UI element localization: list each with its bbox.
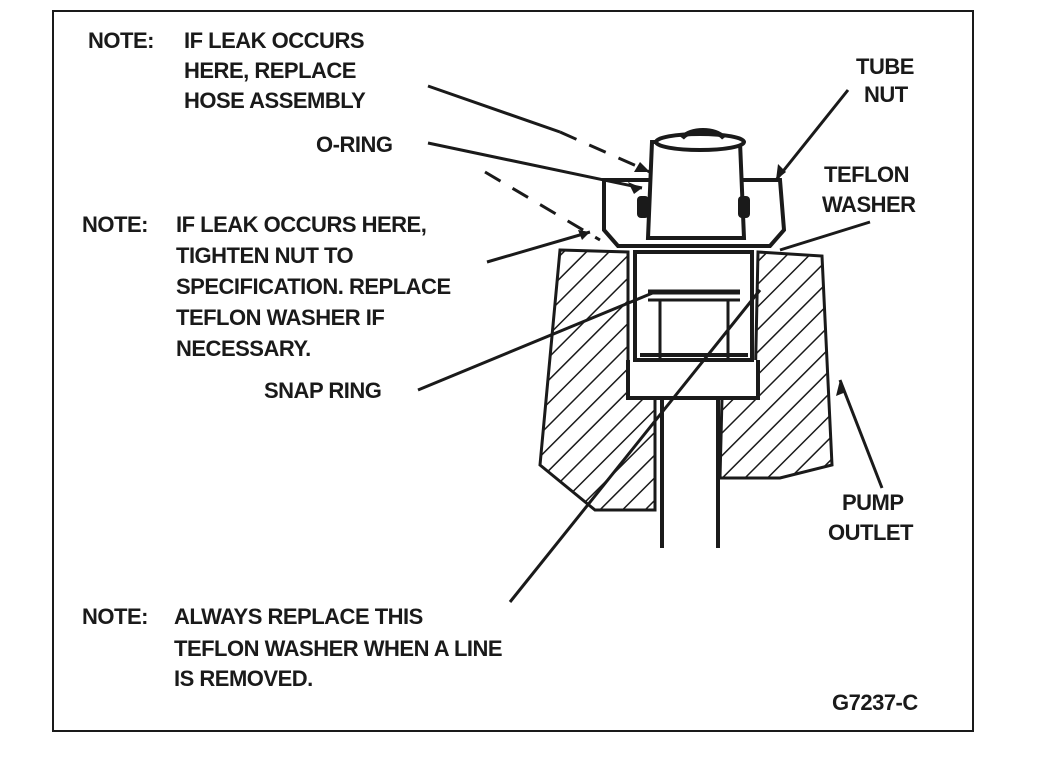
- leader-lines: [417, 84, 884, 603]
- note-hose-line-1: IF LEAK OCCURS: [184, 28, 365, 53]
- label-tube-nut-line-1: TUBE: [856, 54, 914, 79]
- note-nut: NOTE: IF LEAK OCCURS HERE, TIGHTEN NUT T…: [82, 210, 522, 361]
- label-tube-nut-line-2: NUT: [864, 82, 908, 107]
- note-nut-line-3: SPECIFICATION. REPLACE: [176, 274, 451, 299]
- note-washer-line-2: TEFLON WASHER WHEN A LINE: [174, 636, 503, 661]
- label-pump-outlet-line-1: PUMP: [842, 490, 904, 515]
- fitting-stem: [633, 250, 754, 362]
- note-hose-line-3: HOSE ASSEMBLY: [184, 88, 366, 113]
- note-washer-line-3: IS REMOVED.: [174, 666, 313, 691]
- pump-body-left: [538, 248, 657, 512]
- note-hose-line-2: HERE, REPLACE: [184, 58, 356, 83]
- note-washer-prefix: NOTE:: [82, 604, 148, 629]
- tube-top: [645, 140, 747, 240]
- note-hose-prefix: NOTE:: [88, 28, 154, 53]
- label-snap-ring: SNAP RING: [264, 378, 382, 403]
- figure-code: G7237-C: [832, 690, 918, 715]
- note-washer-line-1: ALWAYS REPLACE THIS: [174, 604, 423, 629]
- label-teflon-washer-line-2: WASHER: [822, 192, 916, 217]
- diagram-frame: [52, 10, 974, 732]
- label-teflon-washer-line-1: TEFLON: [824, 162, 910, 187]
- label-pump-outlet-line-2: OUTLET: [828, 520, 914, 545]
- note-nut-prefix: NOTE:: [82, 212, 148, 237]
- note-nut-line-4: TEFLON WASHER IF: [176, 305, 385, 330]
- o-ring-left: [637, 196, 649, 218]
- note-hose: NOTE: IF LEAK OCCURS HERE, REPLACE HOSE …: [88, 26, 418, 116]
- o-ring-right: [738, 196, 750, 218]
- note-nut-line-5: NECESSARY.: [176, 336, 311, 361]
- bottom-bore: [626, 360, 760, 400]
- label-o-ring: O-RING: [316, 132, 393, 157]
- note-nut-line-1: IF LEAK OCCURS HERE,: [176, 212, 427, 237]
- note-nut-line-2: TIGHTEN NUT TO: [176, 243, 354, 268]
- note-washer: NOTE: ALWAYS REPLACE THIS TEFLON WASHER …: [82, 602, 602, 692]
